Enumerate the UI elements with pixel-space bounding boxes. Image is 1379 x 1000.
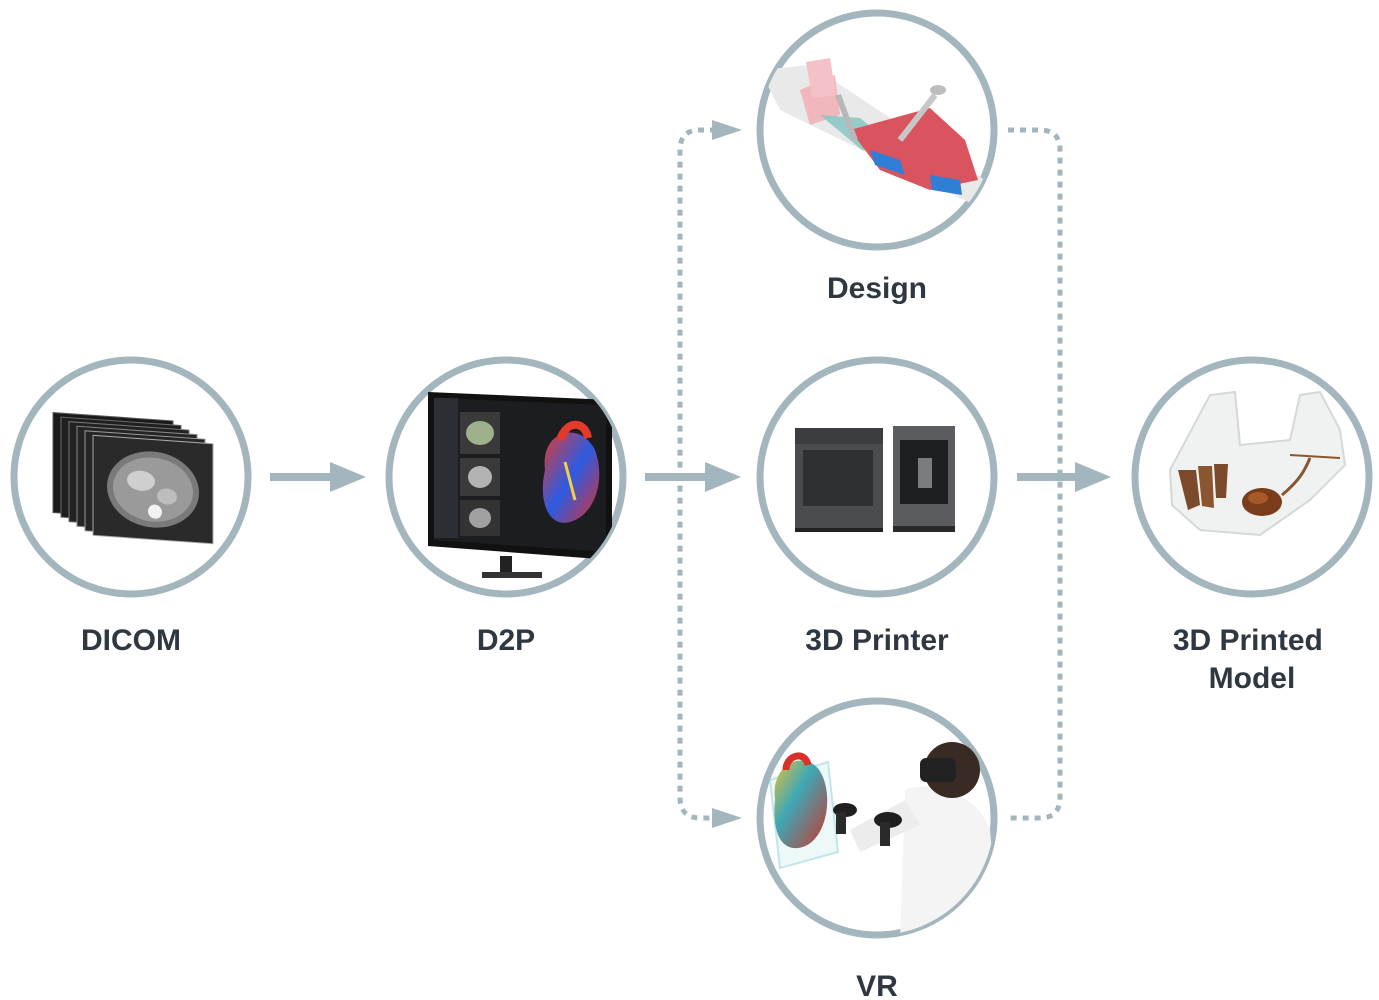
node-model: 3D Printed Model — [1131, 356, 1373, 695]
label-printer: 3D Printer — [805, 624, 949, 657]
label-model-line2: Model — [1209, 662, 1296, 695]
label-model-line1: 3D Printed — [1173, 624, 1323, 657]
dotted-branch-left — [677, 127, 716, 821]
arrowhead-icon — [712, 808, 742, 828]
node-design: Design — [756, 9, 998, 305]
ct-scan-stack-icon — [52, 412, 214, 545]
arrowhead-icon — [330, 462, 366, 492]
arrowhead-icon — [1075, 462, 1111, 492]
node-d2p: D2P — [385, 356, 627, 657]
arrowhead-icon — [705, 462, 741, 492]
label-vr: VR — [856, 970, 898, 1000]
node-printer: 3D Printer — [756, 356, 998, 657]
monitor-software-icon — [428, 392, 612, 578]
surgical-guide-icon — [760, 58, 994, 215]
arrowhead-icon — [712, 120, 742, 140]
jaw-model-icon — [1168, 390, 1347, 537]
connector-arrows — [270, 120, 1111, 828]
node-dicom: DICOM — [10, 356, 252, 657]
label-model: 3D Printed Model — [1173, 624, 1331, 695]
node-vr: VR — [756, 697, 998, 1000]
dotted-branch-right — [1008, 127, 1063, 821]
3d-printer-icon — [795, 426, 955, 532]
label-d2p: D2P — [477, 624, 535, 657]
label-design: Design — [827, 272, 927, 305]
label-dicom: DICOM — [81, 624, 181, 657]
